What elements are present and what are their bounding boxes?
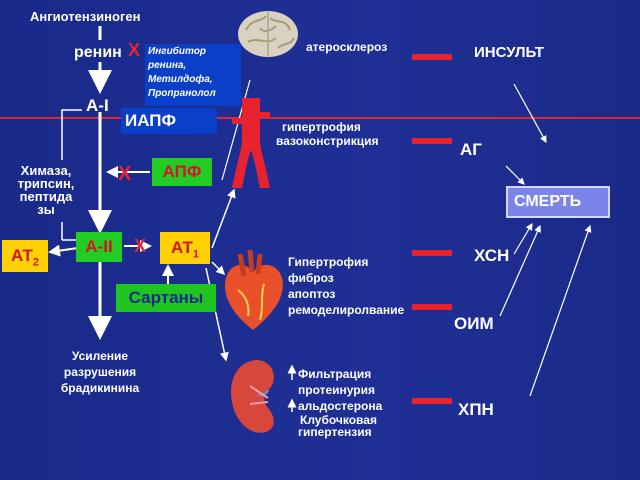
- arrow-at1-heart: [211, 261, 226, 276]
- sartans-box: Сартаны: [116, 284, 216, 312]
- renin-inhibitor-line: ренина,: [148, 60, 187, 71]
- chymase-label: Химаза, трипсин, пептида зы: [8, 164, 84, 216]
- kidney-effect-line: Клубочковая: [300, 413, 377, 427]
- at2-box: АТ2: [2, 240, 48, 272]
- bar-heart-1: [412, 250, 452, 256]
- at1-main: АТ: [171, 238, 193, 257]
- artery-icon: [232, 98, 270, 188]
- renin-inhibitor-line: Пропранолол: [148, 88, 216, 99]
- a2-box: А-II: [76, 232, 122, 262]
- iapf-box: ИАПФ: [121, 108, 217, 134]
- heart-icon: [225, 250, 283, 330]
- heart-effect-line: апоптоз: [288, 287, 336, 301]
- chymase-line: трипсин,: [17, 176, 75, 191]
- heart-effect: Гипертрофия фиброз апоптоз ремоделиролва…: [288, 254, 404, 318]
- at2-main: АТ: [11, 246, 33, 265]
- heart-effect-line: фиброз: [288, 271, 334, 285]
- renin-block-mark: X: [128, 40, 141, 60]
- line-brain: [221, 79, 251, 181]
- bradykinin-label: Усиление разрушения брадикинина: [48, 348, 152, 396]
- vessels-effect-line: вазоконстрикция: [276, 134, 379, 148]
- arrow-stroke-death: [513, 83, 547, 144]
- kidney-effect-line: протеинурия: [298, 383, 376, 397]
- arrow-at1-vessels: [211, 188, 236, 249]
- arrow-oim-death: [499, 224, 541, 317]
- bradykinin-line: разрушения: [63, 365, 137, 379]
- apf-block-mark: X: [118, 163, 132, 185]
- outcome-hsn: ХСН: [474, 246, 510, 265]
- at2-sub: 2: [32, 256, 39, 269]
- outcome-oim: ОИМ: [454, 314, 494, 333]
- bar-kidney: [412, 398, 452, 404]
- outcome-hpn: ХПН: [458, 400, 494, 419]
- arrow-ag-death: [505, 165, 525, 185]
- chymase-line: пептида: [19, 189, 73, 204]
- at1-block-mark: X: [134, 236, 147, 256]
- arrow-hpn-death: [529, 224, 592, 397]
- bar-vessels: [412, 138, 452, 144]
- chymase-bracket: [61, 109, 82, 160]
- kidney-effect-line: Фильтрация: [298, 367, 372, 381]
- chymase-line: Химаза,: [20, 163, 72, 178]
- brain-effect: атеросклероз: [306, 40, 388, 54]
- chymase-line: зы: [37, 202, 55, 217]
- kidney-effect-line: гипертензия: [298, 425, 372, 439]
- bar-brain: [412, 54, 452, 60]
- kidney-icon: [231, 360, 274, 433]
- outcome-stroke: ИНСУЛЬТ: [474, 44, 544, 61]
- kidney-effect-line: альдостерона: [298, 399, 383, 413]
- heart-effect-line: ремоделиролвание: [288, 303, 405, 317]
- angiotensinogen-label: Ангиотензиноген: [30, 9, 141, 24]
- bradykinin-line: Усиление: [71, 349, 129, 363]
- kidney-effect: Фильтрация протеинурия альдостерона Клуб…: [298, 366, 382, 438]
- outcome-ag: АГ: [460, 140, 482, 159]
- brain-icon: [238, 11, 298, 57]
- vessels-effect-line: гипертрофия: [282, 120, 361, 134]
- outcome-death-box: СМЕРТЬ: [506, 186, 610, 218]
- heart-effect-line: Гипертрофия: [288, 255, 369, 269]
- renin-inhibitor-line: Метилдофа,: [148, 74, 213, 85]
- bar-heart-2: [412, 304, 452, 310]
- arrow-at1-kidney: [205, 267, 229, 362]
- a1-label: А-I: [86, 96, 109, 115]
- arrow-hsn-death: [513, 222, 533, 255]
- at1-box: АТ1: [160, 232, 210, 264]
- renin-label: ренин: [74, 44, 122, 61]
- bradykinin-line: брадикинина: [60, 381, 140, 395]
- renin-inhibitor-box: Ингибитор ренина, Метилдофа, Пропранолол: [145, 44, 241, 106]
- vessels-effect: гипертрофия вазоконстрикция: [276, 120, 378, 148]
- arrow-a2-at2: [48, 244, 79, 257]
- apf-box: АПФ: [152, 158, 212, 186]
- renin-inhibitor-line: Ингибитор: [148, 46, 206, 57]
- at1-sub: 1: [192, 248, 199, 261]
